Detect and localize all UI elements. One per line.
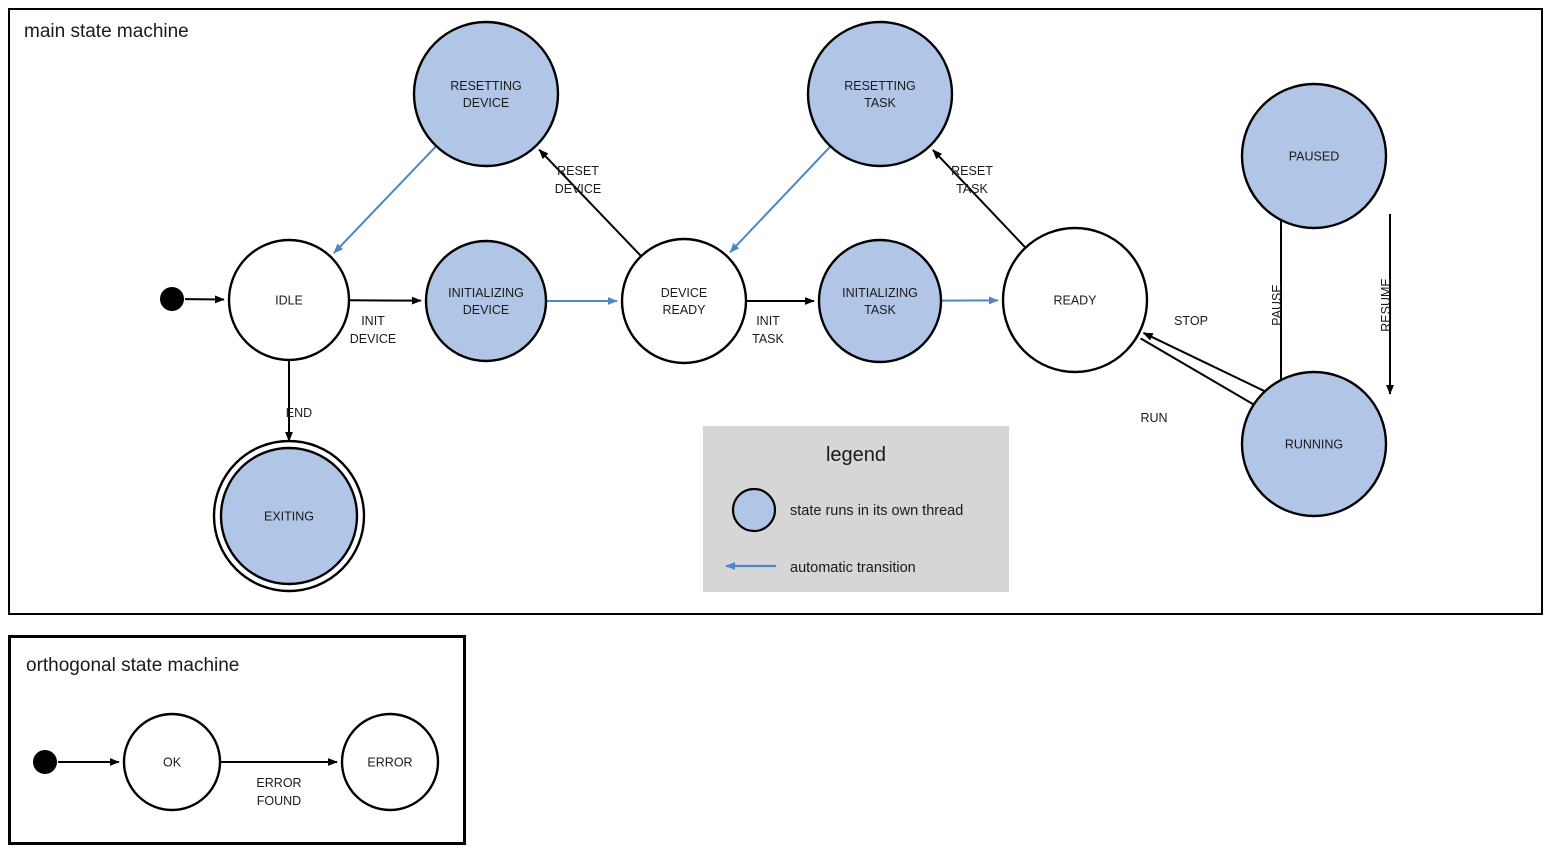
main-frame-title: main state machine: [24, 21, 189, 42]
state-label: IDLE: [275, 294, 303, 308]
initial-state-dot: [160, 287, 184, 311]
transition-label-ok-to-error: ERROR: [256, 776, 301, 790]
state-node-initializing-task[interactable]: INITIALIZING TASK: [817, 238, 943, 364]
state-node-idle[interactable]: IDLE: [227, 238, 351, 362]
transition-running-to-ready: [1142, 332, 1284, 401]
state-node-exiting[interactable]: EXITING: [212, 439, 366, 593]
state-node-error[interactable]: ERROR: [340, 712, 440, 812]
state-label: READY: [1053, 294, 1097, 308]
legend-threaded-state-label: state runs in its own thread: [790, 503, 963, 519]
state-node-resetting-task[interactable]: RESETTING TASK: [806, 20, 954, 168]
initial-state-dot: [33, 750, 57, 774]
state-circle: [122, 712, 222, 812]
main-transitions: [184, 146, 1394, 442]
orthogonal-states: OK ERROR: [33, 712, 440, 812]
state-circle: [620, 237, 748, 365]
state-label: DEVICE: [463, 96, 510, 110]
transition-label-device-ready-to-resetting-device: DEVICE: [555, 182, 602, 196]
transition-label-idle-to-exiting: END: [286, 406, 312, 420]
state-label: TASK: [864, 303, 896, 317]
state-node-initializing-device[interactable]: INITIALIZING DEVICE: [424, 239, 548, 363]
main-frame-border: [8, 8, 1543, 615]
legend: legend state runs in its own thread auto…: [703, 426, 1009, 592]
state-label: EXITING: [264, 510, 314, 524]
state-label: RESETTING: [844, 79, 916, 93]
transition-label-group-paused-to-running: RESUME: [1379, 278, 1393, 331]
state-node-paused[interactable]: PAUSED: [1240, 82, 1388, 230]
transition-label-group-running-to-paused: PAUSE: [1270, 284, 1284, 325]
transition-label-ready-to-resetting-task: RESET: [951, 164, 993, 178]
main-states: IDLE INITIALIZING DEVICE DEVICE READY INITIAL…: [160, 20, 1388, 593]
state-label: PAUSED: [1289, 150, 1339, 164]
state-label: ERROR: [367, 756, 412, 770]
state-label: INITIALIZING: [448, 286, 524, 300]
main-state-machine-frame: main state machine: [8, 8, 1543, 615]
state-node-device-ready[interactable]: DEVICE READY: [620, 237, 748, 365]
state-node-ok[interactable]: OK: [122, 712, 222, 812]
transition-label-device-ready-to-init-task: INIT: [756, 314, 780, 328]
transition-device-ready-to-resetting-device: [538, 148, 642, 257]
main-transition-labels: INIT DEVICE INIT TASK RESET DEVICE RESET TASK RU…: [286, 164, 1393, 425]
state-circle: [340, 712, 440, 812]
state-node-ready[interactable]: READY: [1001, 226, 1149, 374]
legend-title: legend: [826, 444, 886, 466]
transition-label-running-to-ready: STOP: [1174, 314, 1208, 328]
state-circle: [1240, 370, 1388, 518]
orthogonal-frame-title: orthogonal state machine: [26, 655, 239, 676]
transition-label-ready-to-running: RUN: [1140, 411, 1167, 425]
transition-label-ready-to-resetting-task: TASK: [956, 182, 988, 196]
state-circle: [219, 446, 359, 586]
state-label: TASK: [864, 96, 896, 110]
transition-label-paused-to-running: RESUME: [1379, 278, 1393, 331]
state-node-resetting-device[interactable]: RESETTING DEVICE: [412, 20, 560, 168]
state-label: RUNNING: [1285, 438, 1343, 452]
state-label: DEVICE: [661, 286, 708, 300]
transition-ready-to-running: [1140, 337, 1264, 411]
state-label: READY: [662, 303, 706, 317]
orthogonal-frame-border: [8, 635, 466, 845]
transition-label-idle-to-init-device: DEVICE: [350, 332, 397, 346]
state-circle: [1001, 226, 1149, 374]
transition-label-device-ready-to-resetting-device: RESET: [557, 164, 599, 178]
state-label: OK: [163, 756, 182, 770]
legend-auto-transition-label: automatic transition: [790, 560, 916, 576]
state-node-running[interactable]: RUNNING: [1240, 370, 1388, 518]
transition-ready-to-resetting-task: [932, 149, 1026, 248]
orthogonal-transition-labels: ERROR FOUND: [256, 776, 301, 808]
legend-threaded-state-swatch: [731, 487, 777, 533]
transition-label-idle-to-init-device: INIT: [361, 314, 385, 328]
state-circle: [817, 238, 943, 364]
state-label: INITIALIZING: [842, 286, 918, 300]
state-circle: [1240, 82, 1388, 230]
transition-label-device-ready-to-init-task: TASK: [752, 332, 784, 346]
transition-label-ok-to-error: FOUND: [257, 794, 301, 808]
orthogonal-state-machine-frame: orthogonal state machine: [8, 635, 466, 845]
state-label: RESETTING: [450, 79, 522, 93]
transition-label-running-to-paused: PAUSE: [1270, 284, 1284, 325]
transition-resetting-device-to-idle: [333, 146, 437, 254]
state-circle: [806, 20, 954, 168]
state-circle: [412, 20, 560, 168]
state-label: DEVICE: [463, 303, 510, 317]
state-circle: [424, 239, 548, 363]
state-circle: [227, 238, 351, 362]
transition-resetting-task-to-device-ready: [729, 146, 831, 254]
